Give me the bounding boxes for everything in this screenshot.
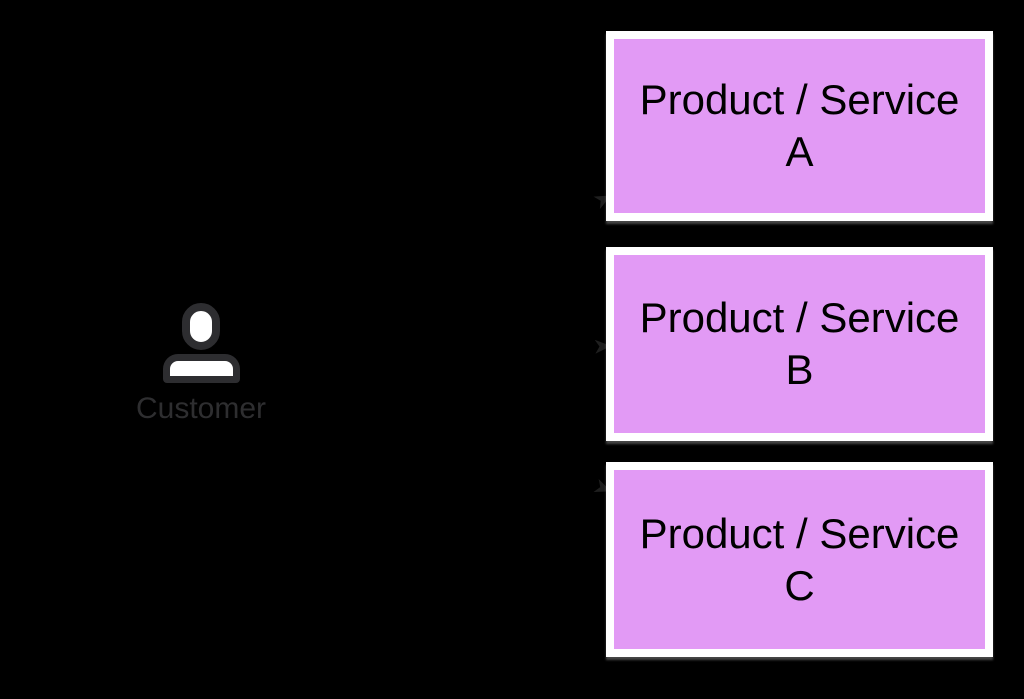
node-a-label-line1: Product / Service — [639, 76, 960, 123]
customer-label: Customer — [135, 392, 267, 425]
person-icon-shoulders — [162, 354, 240, 383]
node-product-service-a: Product / Service A — [606, 31, 993, 221]
node-product-service-c: Product / Service C — [606, 462, 993, 657]
person-icon — [162, 303, 240, 383]
node-product-service-b: Product / Service B — [606, 247, 993, 441]
node-b-label-line2: B — [785, 346, 814, 393]
node-b-label-line1: Product / Service — [639, 294, 960, 341]
node-c-label-line1: Product / Service — [639, 509, 960, 557]
customer-node: Customer — [118, 303, 284, 426]
connector-customer-to-a — [294, 195, 611, 359]
person-icon-head — [182, 303, 220, 350]
connector-customer-to-b — [294, 339, 611, 363]
connector-customer-to-c — [294, 365, 611, 492]
node-a-label-line2: A — [785, 128, 814, 175]
node-c-label-line2: C — [784, 561, 815, 609]
